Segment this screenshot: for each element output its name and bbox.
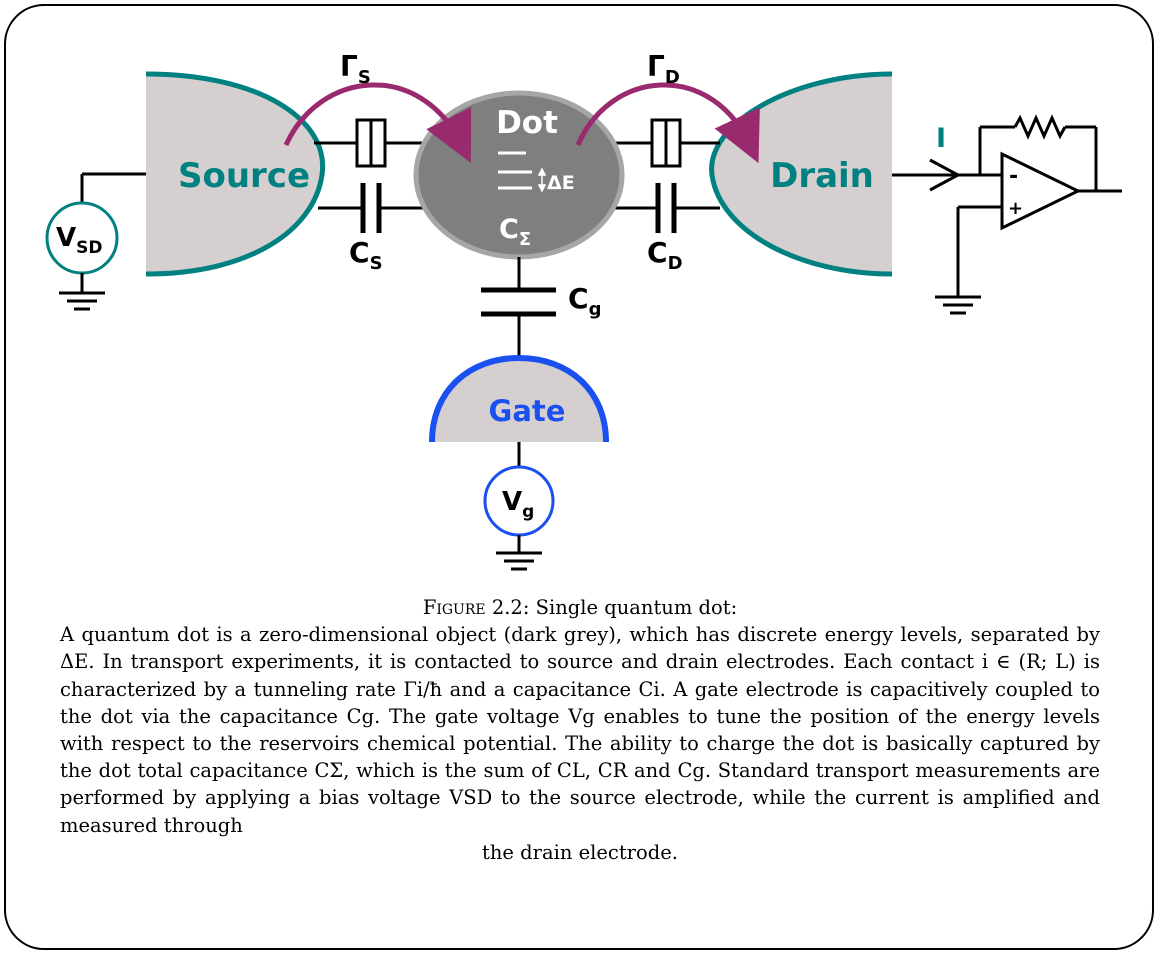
opamp-plus-label: + (1008, 198, 1023, 219)
caption-body: A quantum dot is a zero-dimensional obje… (60, 623, 1100, 837)
drain-junction-wires (610, 141, 720, 210)
v-g-label: Vg (502, 487, 534, 522)
drain-label: Drain (770, 156, 874, 196)
current-arrow-icon (929, 158, 962, 192)
figure-caption: Figure 2.2: Single quantum dot: A quantu… (60, 594, 1100, 866)
quantum-dot-diagram: Source Drain Dot ΔE (45, 50, 1122, 571)
gamma-s-arrow (283, 82, 472, 163)
source-junction-wires (314, 141, 428, 210)
delta-e-label: ΔE (547, 172, 575, 194)
opamp-feedback (956, 114, 1122, 297)
c-d-label: CD (647, 236, 683, 274)
c-s-label: CS (349, 236, 383, 274)
dot-label: Dot (496, 105, 558, 141)
c-sigma-label: CΣ (499, 214, 531, 250)
drain-capacitor (655, 183, 677, 233)
current-label: I (936, 123, 946, 154)
opamp-minus-label: - (1009, 164, 1018, 189)
gamma-d-arrow (575, 82, 760, 164)
ground-icon (59, 291, 105, 311)
source-electrode-outline (145, 71, 326, 277)
source-label: Source (178, 156, 310, 196)
source-electrode (146, 74, 323, 274)
ground-icon (496, 551, 542, 571)
gamma-d-label: ΓD (647, 50, 680, 88)
gate-electrode-outline (429, 354, 609, 443)
caption-label: Figure 2.2: (422, 596, 530, 619)
ground-icon (935, 295, 981, 315)
gate-capacitor (481, 287, 556, 317)
caption-heading: Figure 2.2: Single quantum dot: (60, 594, 1100, 621)
v-sd-label: VSD (56, 223, 102, 258)
source-capacitor (360, 183, 382, 233)
drain-electrode-outline (709, 71, 893, 277)
gate-electrode (432, 358, 606, 442)
c-g-label: Cg (568, 282, 601, 320)
caption-title: Single quantum dot: (535, 596, 738, 619)
delta-e-arrow-icon (537, 167, 547, 193)
gate-label: Gate (489, 394, 566, 428)
opamp-triangle-icon (1000, 151, 1082, 231)
gamma-s-label: ΓS (340, 50, 371, 88)
caption-last-line: the drain electrode. (482, 840, 678, 864)
energy-levels (498, 151, 532, 190)
